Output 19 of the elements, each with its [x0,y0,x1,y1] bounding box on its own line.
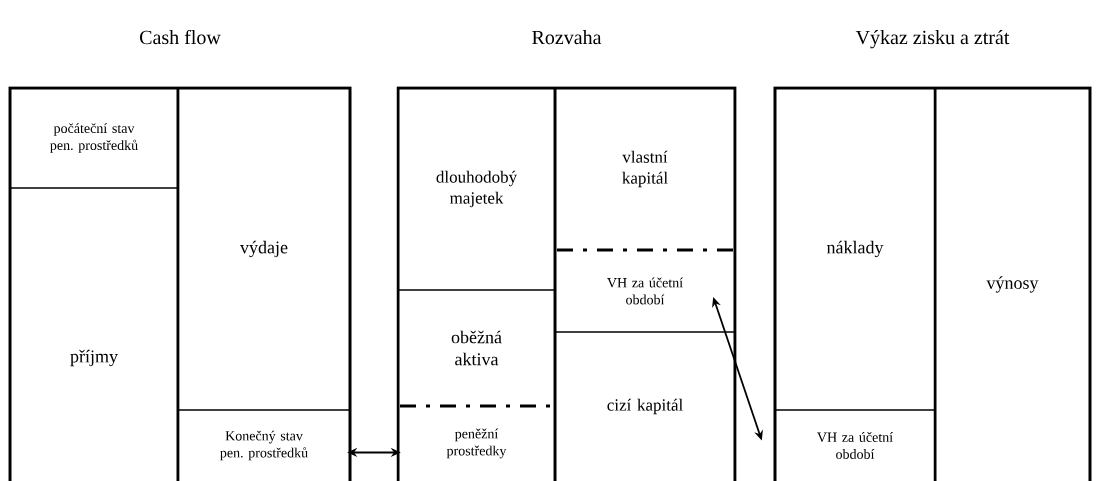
t-account [396,30,737,481]
account-item: cizí kapitál [607,398,683,415]
t-account [773,30,1092,481]
account-item: počáteční stav pen. prostředků [50,123,138,153]
account-heading: Výkaz zisku a ztrát [855,30,1010,49]
account-item: oběžná aktiva [451,330,502,366]
account-item: VH za účetní období [607,277,683,305]
account-heading: Cash flow [140,29,221,45]
account-item: dlouhodobý majetek [436,170,518,208]
account-item: peněžní prostředky [446,428,507,459]
account-item: VH za účetní období [817,432,893,459]
account-item: příjmy [70,349,118,367]
t-account [8,29,352,481]
account-item: náklady [826,240,884,258]
account-item: výdaje [240,240,288,258]
account-item: Konečný stav pen. prostředků [220,430,308,461]
account-item: vlastní kapitál [622,150,668,188]
account-item: výnosy [986,276,1039,293]
account-heading: Rozvaha [532,30,602,45]
